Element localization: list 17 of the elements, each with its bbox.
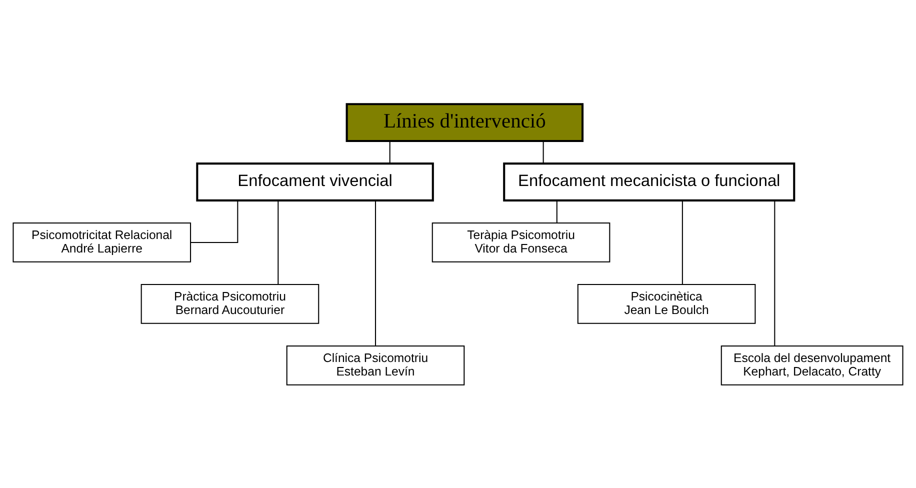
- node-box: Enfocament vivencial: [196, 162, 434, 201]
- node-box: Línies d'intervenció: [346, 102, 584, 142]
- node-box: Psicocinètica Jean Le Boulch: [577, 283, 756, 324]
- node-box: Clínica Psicomotriu Esteban Levín: [286, 344, 465, 385]
- node-box: Teràpia Psicomotriu Vitor da Fonseca: [432, 222, 610, 262]
- connector: [374, 200, 376, 346]
- connector: [278, 200, 279, 284]
- node-box: Enfocament mecanicista o funcional: [503, 162, 796, 201]
- node-box: Psicomotricitat Relacional André Lapierre: [12, 222, 192, 262]
- node-box: Escola del desenvolupament Kephart, Delacato, Cratty: [720, 344, 904, 385]
- connector: [682, 200, 683, 284]
- node-box: Pràctica Psicomotriu Bernard Aucouturier: [140, 283, 320, 324]
- connector: [556, 200, 558, 222]
- connector: [542, 140, 544, 163]
- connector: [190, 200, 238, 242]
- connector: [774, 200, 776, 346]
- connector: [389, 140, 390, 163]
